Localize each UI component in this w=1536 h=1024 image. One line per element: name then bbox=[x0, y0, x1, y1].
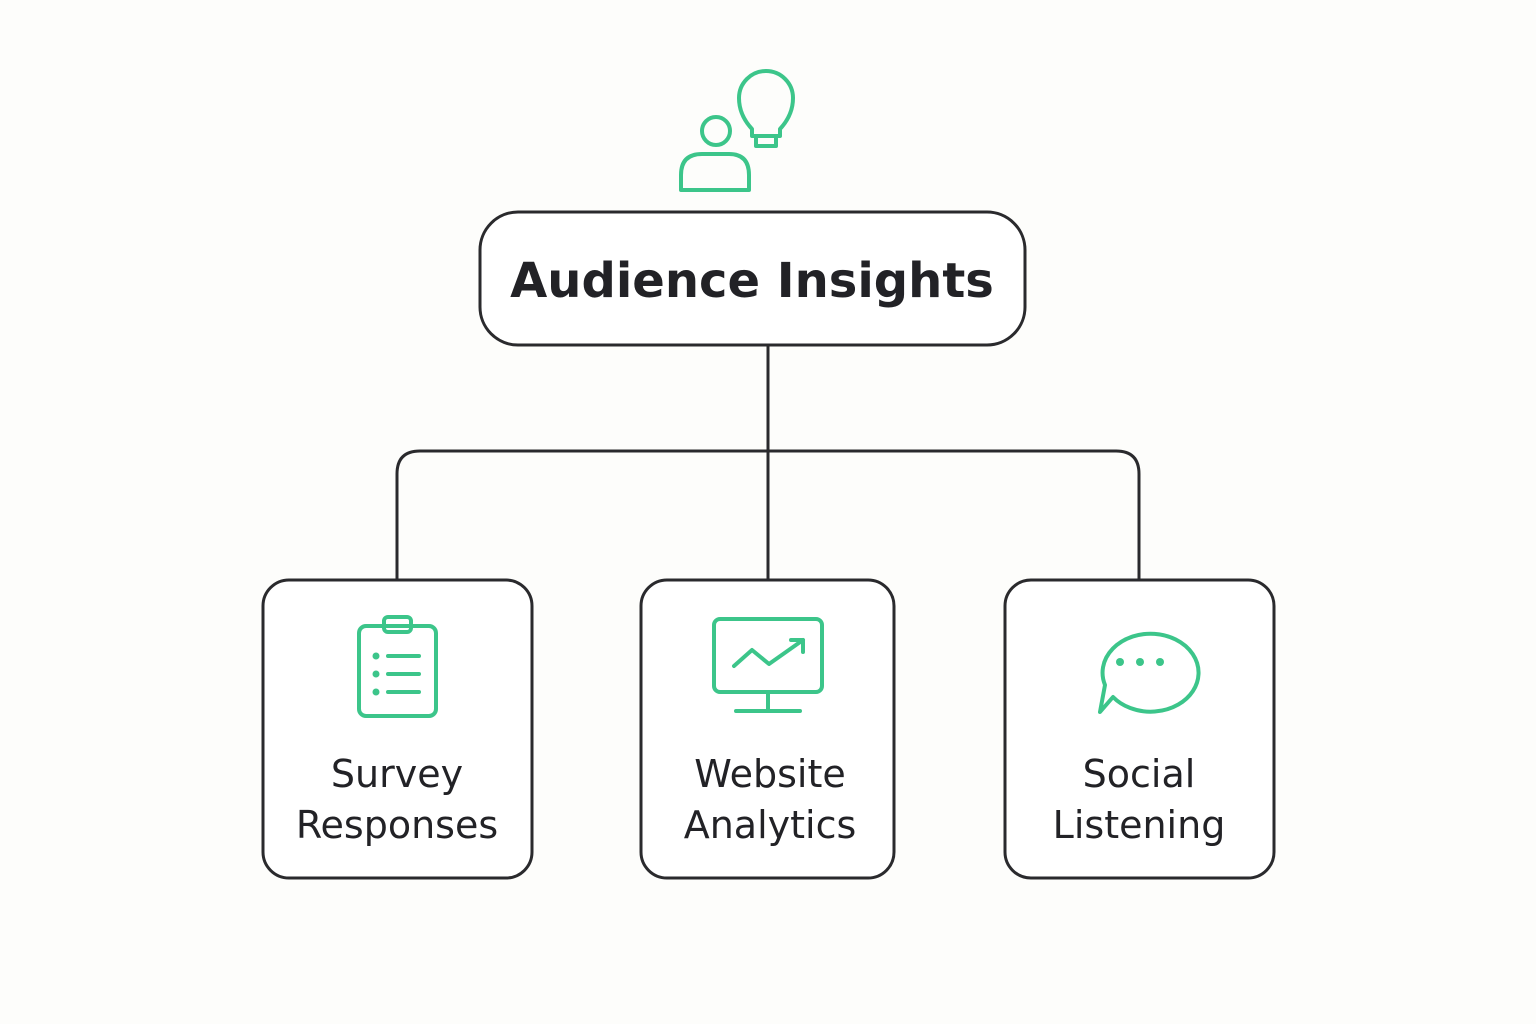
lightbulb-icon bbox=[737, 69, 795, 148]
connector-right-branch bbox=[766, 449, 1141, 582]
connector-group bbox=[395, 343, 1141, 582]
child-label-line1: Social bbox=[1083, 752, 1196, 796]
child-node-survey-responses[interactable]: Survey Responses bbox=[261, 578, 534, 880]
chat-bubble-icon bbox=[1098, 631, 1201, 714]
child-label-line2: Responses bbox=[296, 803, 498, 847]
child-node-social-listening[interactable]: Social Listening bbox=[1003, 578, 1276, 880]
child-node-box bbox=[1003, 578, 1276, 880]
root-node-label: Audience Insights bbox=[510, 253, 994, 309]
monitor-chart-icon bbox=[712, 617, 824, 713]
child-node-box bbox=[639, 578, 896, 880]
clipboard-list-icon bbox=[357, 615, 438, 718]
root-node[interactable]: Audience Insights bbox=[478, 210, 1027, 347]
child-label-line1: Website bbox=[694, 752, 845, 796]
person-icon bbox=[679, 115, 751, 192]
root-node-box bbox=[478, 210, 1027, 347]
connector-left-branch bbox=[395, 449, 770, 582]
child-node-box bbox=[261, 578, 534, 880]
child-label-line2: Analytics bbox=[684, 803, 857, 847]
child-label-line1: Survey bbox=[331, 752, 463, 796]
child-label-line2: Listening bbox=[1053, 803, 1226, 847]
child-node-website-analytics[interactable]: Website Analytics bbox=[639, 578, 896, 880]
root-icon-group bbox=[679, 69, 795, 192]
